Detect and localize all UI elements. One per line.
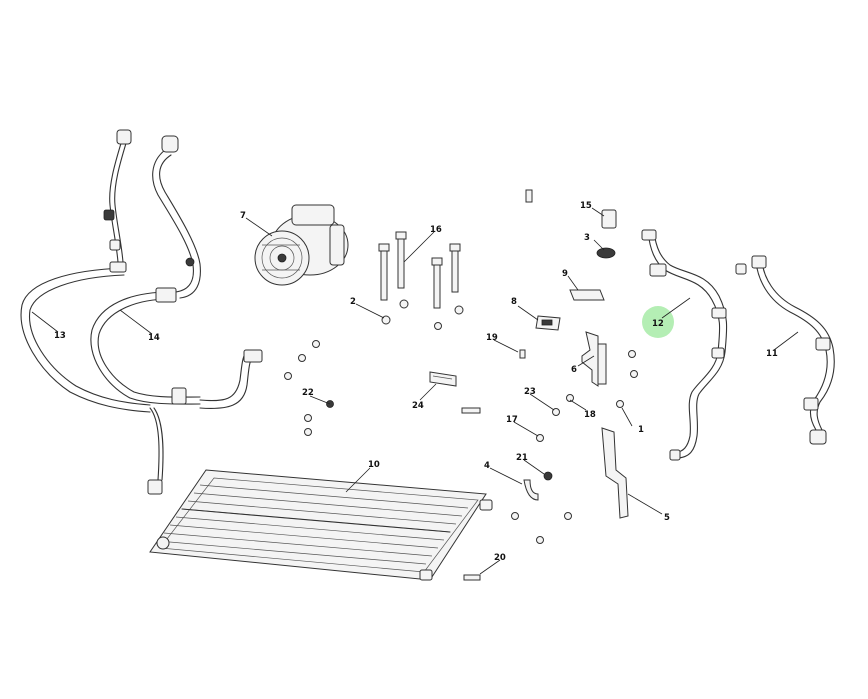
callout-10[interactable]: 10 [368,460,380,470]
bracket-5[interactable] [601,427,629,519]
highlight-marker [642,306,674,338]
callout-19[interactable]: 19 [486,333,498,343]
sleeve-15[interactable] [601,209,617,229]
hose-13[interactable] [20,129,164,495]
bracket-9[interactable] [569,289,605,301]
callout-2[interactable]: 2 [350,297,356,307]
label-24[interactable] [429,371,457,387]
callout-21[interactable]: 21 [516,453,528,463]
leader-lines [31,207,799,575]
clamp-4[interactable] [523,479,539,501]
callout-15[interactable]: 15 [580,201,592,211]
pipe-11[interactable] [735,255,835,445]
callout-18[interactable]: 18 [584,410,596,420]
callout-23[interactable]: 23 [524,387,536,397]
callout-7[interactable]: 7 [240,211,246,221]
callout-20[interactable]: 20 [494,553,506,563]
hose-14[interactable] [90,135,263,409]
callout-11[interactable]: 11 [766,349,778,359]
bolts-16[interactable] [378,231,464,315]
callout-24[interactable]: 24 [412,401,424,411]
callout-1[interactable]: 1 [638,425,644,435]
part-8[interactable] [535,315,561,331]
callout-12[interactable]: 12 [652,319,664,329]
pipe-12[interactable] [641,229,728,461]
callout-9[interactable]: 9 [562,269,568,279]
callout-3[interactable]: 3 [584,233,590,243]
callout-4[interactable]: 4 [484,461,490,471]
callout-22[interactable]: 22 [302,388,314,398]
callout-labels: 1 2 3 4 5 6 7 8 9 10 11 12 13 14 15 16 1… [54,201,778,563]
condenser-10[interactable] [149,469,493,581]
nut-3[interactable] [596,247,616,259]
callout-14[interactable]: 14 [148,333,160,343]
callout-16[interactable]: 16 [430,225,442,235]
callout-13[interactable]: 13 [54,331,66,341]
callout-17[interactable]: 17 [506,415,518,425]
callout-8[interactable]: 8 [511,297,517,307]
callout-5[interactable]: 5 [664,513,670,523]
bracket-6[interactable] [581,331,607,387]
callout-6[interactable]: 6 [571,365,577,375]
compressor-7[interactable] [254,204,349,286]
